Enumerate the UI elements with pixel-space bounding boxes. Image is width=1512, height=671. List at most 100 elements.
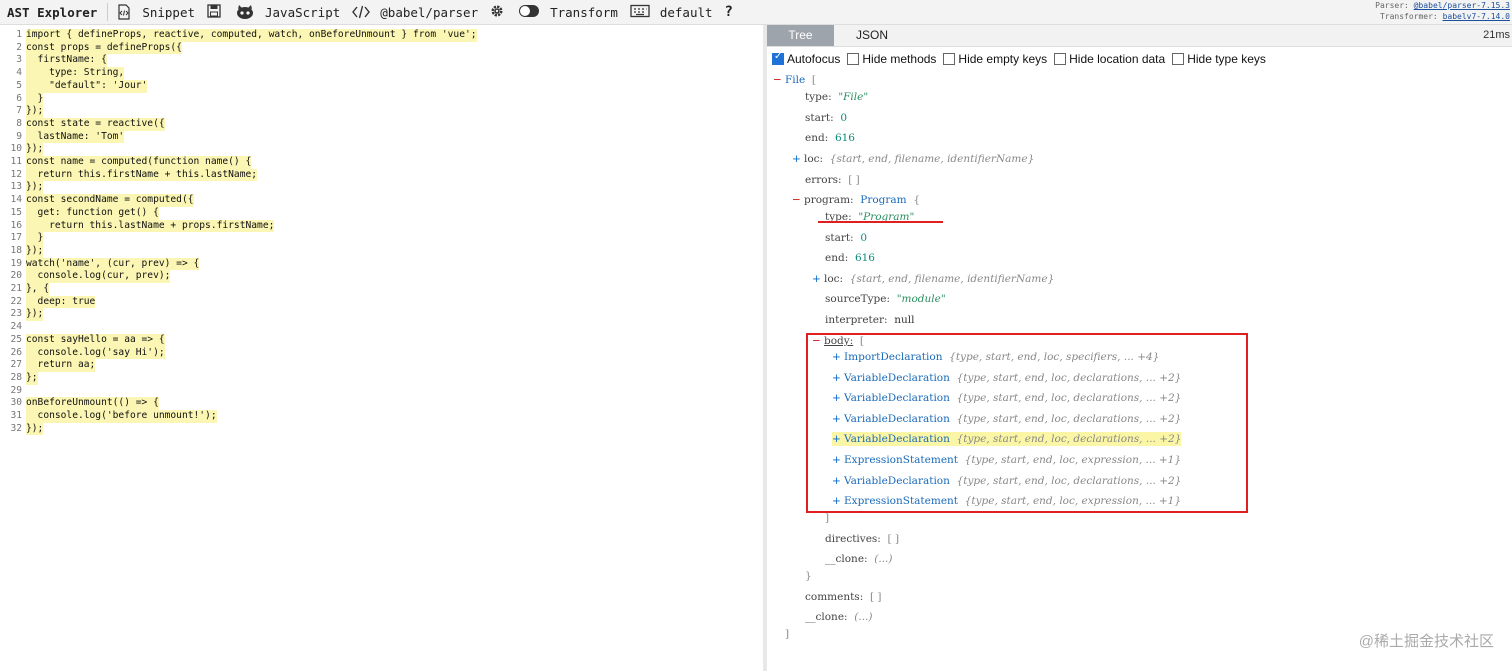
type-name[interactable]: File — [785, 74, 806, 86]
expand-toggle[interactable]: + — [792, 153, 801, 165]
tab-json[interactable]: JSON — [855, 28, 888, 42]
collapse-toggle[interactable]: − — [812, 335, 821, 347]
type-name[interactable]: VariableDeclaration — [844, 371, 950, 384]
checkbox[interactable] — [1054, 53, 1067, 65]
type-name[interactable]: ImportDeclaration — [844, 351, 943, 363]
line-code: }, { — [26, 283, 50, 296]
line-number: 19 — [10, 257, 22, 269]
keyboard-icon — [630, 4, 650, 20]
type-name[interactable]: VariableDeclaration — [844, 433, 950, 446]
line-code: import { defineProps, reactive, computed… — [26, 29, 477, 42]
parse-time: 21ms — [1483, 29, 1510, 41]
line-number: 22 — [10, 295, 22, 307]
parser-label: @babel/parser — [380, 4, 479, 20]
expand-toggle[interactable]: + — [832, 433, 841, 446]
checkbox[interactable] — [943, 53, 956, 65]
line-number: 26 — [10, 346, 22, 358]
tab-tree[interactable]: Tree — [767, 25, 834, 46]
line-code: } — [26, 92, 44, 106]
line-code: }); — [26, 308, 44, 322]
type-name[interactable]: VariableDeclaration — [844, 412, 950, 425]
expand-toggle[interactable]: + — [832, 454, 841, 466]
value: {type, start, end, loc, declarations, ..… — [956, 392, 1182, 405]
body-item[interactable]: +VariableDeclaration {type, start, end, … — [832, 412, 1181, 426]
key-label: type: — [805, 91, 832, 103]
line-code: type: String, — [26, 67, 125, 80]
key-label: directives: — [825, 533, 881, 545]
expand-toggle[interactable]: + — [812, 273, 821, 285]
line-number: 25 — [10, 333, 22, 345]
key-label[interactable]: loc: — [824, 273, 844, 285]
body-item[interactable]: +ExpressionStatement {type, start, end, … — [832, 453, 1181, 467]
value: 616 — [854, 252, 875, 264]
line-number: 14 — [10, 194, 22, 206]
parser-settings-button[interactable] — [484, 0, 512, 24]
collapse-toggle[interactable]: − — [773, 74, 782, 86]
bracket: [ — [859, 335, 865, 347]
help-button[interactable]: ? — [719, 0, 739, 24]
line-number: 13 — [10, 181, 22, 193]
transformer-version-label: Transformer: — [1379, 12, 1438, 21]
body-item[interactable]: +VariableDeclaration {type, start, end, … — [832, 391, 1181, 405]
value: (...) — [854, 611, 873, 623]
line-number: 4 — [16, 67, 22, 79]
checkbox[interactable] — [772, 51, 784, 65]
value: null — [894, 314, 915, 326]
code-brackets-icon — [352, 4, 371, 20]
checkbox[interactable] — [847, 53, 860, 65]
option-hide-type-keys[interactable]: Hide type keys — [1172, 52, 1266, 66]
body-item[interactable]: +VariableDeclaration {type, start, end, … — [832, 474, 1181, 488]
option-hide-location-data[interactable]: Hide location data — [1054, 52, 1165, 66]
key-label[interactable]: body: — [824, 335, 854, 347]
value: (...) — [874, 553, 893, 565]
key-label[interactable]: loc: — [804, 153, 824, 165]
bracket: [ — [811, 74, 817, 86]
program-close: } — [805, 569, 812, 583]
parser-version-link[interactable]: @babel/parser-7.15.3 — [1413, 1, 1510, 10]
node-program-loc: +loc: {start, end, filename, identifierN… — [812, 272, 1054, 286]
option-hide-empty-keys[interactable]: Hide empty keys — [943, 52, 1047, 66]
key-label[interactable]: program: — [804, 194, 854, 206]
expand-toggle[interactable]: + — [832, 412, 841, 425]
type-name[interactable]: ExpressionStatement — [844, 495, 959, 508]
annotation-underline — [818, 221, 943, 223]
line-code: } — [26, 232, 44, 245]
collapse-toggle[interactable]: − — [792, 194, 801, 206]
body-item[interactable]: +ImportDeclaration {type, start, end, lo… — [832, 350, 1159, 364]
body-item[interactable]: +VariableDeclaration {type, start, end, … — [832, 432, 1182, 447]
snippet-button[interactable]: Snippet — [110, 0, 201, 24]
key-label: sourceType: — [825, 293, 890, 305]
value: {start, end, filename, identifierName} — [849, 273, 1055, 285]
type-name[interactable]: VariableDeclaration — [844, 474, 950, 487]
parser-select[interactable]: @babel/parser — [346, 0, 484, 24]
line-code: firstName: { — [26, 54, 107, 68]
body-item[interactable]: +ExpressionStatement {type, start, end, … — [832, 494, 1181, 508]
expand-toggle[interactable]: + — [832, 351, 841, 363]
line-code: console.log('before unmount!'); — [26, 410, 217, 423]
checkbox[interactable] — [1172, 53, 1185, 65]
expand-toggle[interactable]: + — [832, 474, 841, 487]
expand-toggle[interactable]: + — [832, 495, 841, 508]
value: [ ] — [869, 591, 882, 603]
expand-toggle[interactable]: + — [832, 371, 841, 384]
key-label: type: — [825, 211, 852, 223]
keymap-select[interactable]: default — [624, 0, 719, 24]
app-brand: AST Explorer — [7, 4, 98, 20]
transform-toggle[interactable]: Transform — [512, 0, 624, 24]
option-autofocus[interactable]: Autofocus — [772, 51, 840, 66]
save-button[interactable] — [201, 0, 229, 24]
line-number: 24 — [10, 321, 22, 333]
language-select[interactable]: JavaScript — [229, 0, 346, 24]
expand-toggle[interactable]: + — [832, 392, 841, 405]
transformer-version-link[interactable]: babelv7-7.14.0 — [1442, 12, 1510, 21]
line-number: 2 — [16, 41, 22, 53]
option-hide-methods[interactable]: Hide methods — [847, 52, 936, 66]
type-name[interactable]: ExpressionStatement — [844, 454, 959, 466]
type-name[interactable]: VariableDeclaration — [844, 392, 950, 405]
line-code: console.log(cur, prev); — [26, 270, 171, 283]
value: "File" — [838, 91, 869, 103]
line-number: 11 — [10, 156, 22, 167]
body-item[interactable]: +VariableDeclaration {type, start, end, … — [832, 371, 1181, 385]
gear-icon — [490, 4, 506, 20]
